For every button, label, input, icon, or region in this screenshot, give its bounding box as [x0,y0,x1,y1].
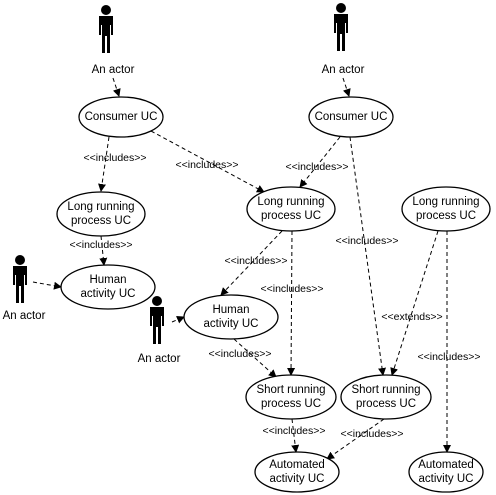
edge-actor2-to-uc_consumer2 [342,77,351,97]
edge-uc_consumer1-to-uc_longrun2 [150,130,265,193]
edge-uc_human2-to-uc_short1 [233,338,277,378]
actor-body-icon [334,14,348,51]
edge-uc_consumer2-to-uc_longrun2 [299,136,341,188]
use-case-label: process UC [71,215,131,227]
edge-label: <<includes>> [285,161,348,173]
use-case-uc-auto1: Automated activity UC [254,451,340,493]
edge-label: <<includes>> [417,351,480,363]
use-case-label: Long running [257,196,324,208]
use-case-label: Human [89,274,126,286]
edge-uc_consumer2-to-uc_short2 [349,136,387,376]
use-case-label: Automated [269,459,325,471]
use-case-ellipse [408,451,484,493]
use-case-ellipse [245,374,337,420]
use-case-ellipse [246,186,336,232]
actor-icon [15,255,25,265]
use-case-uc-consumer1: Consumer UC [78,96,164,138]
use-case-uc-longrun2: Long running process UC [246,186,336,232]
use-case-ellipse [340,374,432,420]
use-case-label: Consumer UC [315,111,388,123]
edge-actor4-to-uc_human2 [171,316,185,324]
edge-label: <<includes>> [224,255,287,267]
use-case-ellipse [56,191,146,237]
actor-label: An actor [138,353,181,365]
edge-label: <<includes>> [260,283,323,295]
actor-icon [336,3,346,13]
actor-figure: An actor [92,5,135,76]
actor-figure: An actor [138,296,181,365]
edges-layer [32,77,451,460]
edge-uc_longrun2-to-uc_short1 [287,230,296,376]
use-case-ellipse [60,264,156,310]
actor-body-icon [13,266,27,303]
edge-label: <<extends>> [381,311,442,323]
use-case-label: activity UC [419,473,474,485]
use-case-ellipse [254,451,340,493]
actor-label: An actor [3,310,46,322]
use-case-label: activity UC [81,288,136,300]
use-case-ellipse [401,186,491,232]
edge-label: <<includes>> [175,159,238,171]
use-case-uc-auto2: Automated activity UC [408,451,484,493]
edge-label: <<includes>> [69,239,132,251]
use-case-label: Long running [67,201,134,213]
actor-figure: An actor [322,3,365,76]
edge-uc_consumer1-to-uc_longrun1 [98,136,110,192]
use-case-label: process UC [261,210,321,222]
edge-uc_longrun1-to-uc_human1 [99,235,108,266]
actor-icon [152,296,162,306]
use-case-uc-short1: Short running process UC [245,374,337,420]
use-case-label: process UC [261,398,321,410]
use-case-label: process UC [356,398,416,410]
labels-layer: <<includes>> <<includes>> <<includes>> <<in… [69,152,480,440]
actor-figure: An actor [3,255,46,322]
edge-label: <<includes>> [335,235,398,247]
edge-label: <<includes>> [208,348,271,360]
use-case-label: Short running [351,384,420,396]
edge-uc_short1-to-uc_auto1 [291,418,300,453]
edge-uc_short2-to-uc_auto1 [326,418,385,460]
edge-label: <<includes>> [340,428,403,440]
use-case-label: Human [212,304,249,316]
use-case-uc-longrun1: Long running process UC [56,191,146,237]
use-case-ellipse [183,294,279,340]
use-case-label: Long running [412,196,479,208]
use-case-label: Short running [256,384,325,396]
use-case-ellipse [78,96,164,138]
actor-label: An actor [92,64,135,76]
edge-actor3-to-uc_human1 [32,281,62,290]
edge-label: <<includes>> [83,152,146,164]
use-case-label: activity UC [270,473,325,485]
use-case-label: Automated [418,459,474,471]
edge-label: <<includes>> [262,425,325,437]
actor-body-icon [150,307,164,344]
use-case-label: activity UC [204,318,259,330]
use-case-uc-longrun3: Long running process UC [401,186,491,232]
use-case-uc-short2: Short running process UC [340,374,432,420]
edge-uc_longrun2-to-uc_human2 [220,230,283,296]
nodes-layer: Consumer UC Consumer UC Long running proces… [3,3,491,493]
actor-label: An actor [322,64,365,76]
use-case-uc-consumer2: Consumer UC [308,96,394,138]
actor-icon [101,5,111,15]
use-case-uc-human2: Human activity UC [183,294,279,340]
use-case-label: Consumer UC [85,111,158,123]
actor-body-icon [99,16,113,53]
use-case-label: process UC [416,210,476,222]
use-case-uc-human1: Human activity UC [60,264,156,310]
edge-actor1-to-uc_consumer1 [112,77,121,97]
use-case-ellipse [308,96,394,138]
